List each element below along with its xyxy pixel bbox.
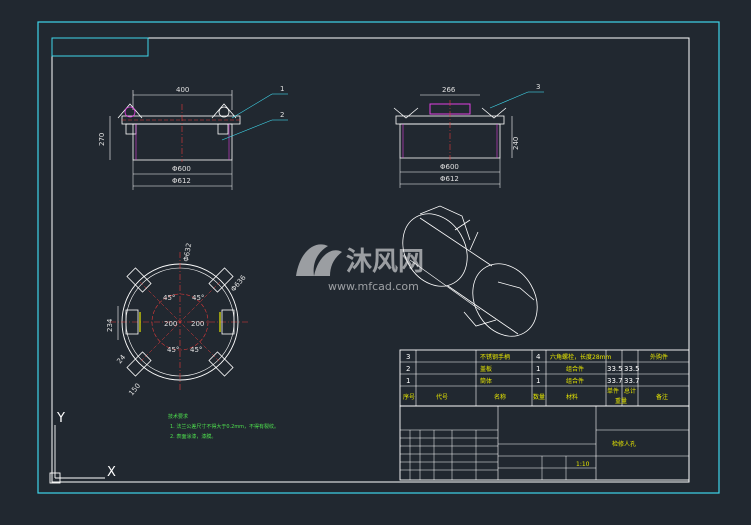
- bom-header-code: 代号: [436, 393, 448, 401]
- front-dim-outer: Φ612: [172, 177, 191, 185]
- technical-notes: 技术要求 1. 法兰公差尺寸不得大于0.2mm，不得有裂纹。 2. 表面涂漆，漆…: [168, 413, 279, 440]
- bom-row-3-note: 外购件: [650, 353, 668, 361]
- bom-header-total: 总计: [624, 387, 636, 395]
- bom-row-1-material: 组合件: [566, 377, 584, 385]
- side-dim-outer: Φ612: [440, 175, 459, 183]
- bom-header-qty: 数量: [533, 393, 545, 401]
- side-dim-height: 240: [512, 137, 520, 150]
- bom-row-2-w2: 33.5: [624, 365, 640, 373]
- watermark-logo-icon: [296, 244, 342, 276]
- front-dim-inner: Φ600: [172, 165, 191, 173]
- bom-header-no: 序号: [403, 393, 415, 401]
- notes-line-1: 1. 法兰公差尺寸不得大于0.2mm，不得有裂纹。: [170, 423, 279, 430]
- notes-title: 技术要求: [168, 413, 188, 420]
- corner-tag-box: [51, 37, 149, 57]
- callout-2: 2: [280, 111, 284, 119]
- outer-frame: [37, 21, 720, 494]
- bom-header-note: 备注: [656, 393, 668, 401]
- bom-row-1-w1: 33.7: [607, 377, 623, 385]
- bom-row-2-no: 2: [406, 365, 410, 373]
- plan-view: Φ632 Φ636 45° 45° 45° 45° 200 200 234 24…: [106, 242, 250, 397]
- plan-dim-200-b: 200: [191, 320, 204, 328]
- drawing-scale: 1:10: [576, 461, 590, 468]
- bom-row-3-name: 不锈钢手柄: [480, 353, 510, 361]
- side-dim-top: 266: [442, 86, 456, 94]
- bom-row-3-material: 六角螺栓，长度28mm: [550, 353, 611, 361]
- plan-angle-a: 45°: [163, 294, 175, 302]
- axis-x-label: X: [107, 465, 116, 480]
- plan-angle-c: 45°: [167, 346, 179, 354]
- plan-dim-200-a: 200: [164, 320, 177, 328]
- bom-row-1-no: 1: [406, 377, 410, 385]
- bom-row-1-name: 筒体: [480, 377, 492, 385]
- bom-row-1-w2: 33.7: [624, 377, 640, 385]
- bom-row-3-qty: 4: [536, 353, 541, 361]
- side-dim-inner: Φ600: [440, 163, 459, 171]
- plan-angle-d: 45°: [190, 346, 202, 354]
- front-dim-height: 270: [98, 133, 106, 146]
- bom-row-2-name: 盖板: [480, 365, 492, 373]
- title-block: 检修人孔 1:10: [399, 405, 690, 481]
- bom-row-2-qty: 1: [536, 365, 540, 373]
- plan-dim-234: 234: [106, 318, 114, 332]
- callout-1: 1: [280, 85, 284, 93]
- inner-frame: [51, 37, 690, 483]
- side-view: 266 240 Φ600 Φ612 3: [393, 83, 544, 188]
- front-dim-top: 400: [176, 86, 189, 94]
- plan-dim-150: 150: [127, 382, 142, 397]
- drawing-title: 检修人孔: [612, 440, 636, 448]
- plan-dim-636: Φ636: [229, 273, 248, 293]
- bom-header-weight: 重量: [615, 397, 627, 405]
- bom-header-name: 名称: [494, 393, 506, 401]
- ucs-axis: Y X: [49, 411, 116, 484]
- bom-header-material: 材料: [566, 393, 578, 401]
- bom-row-3-no: 3: [406, 353, 410, 361]
- bom-row-2-w1: 33.5: [607, 365, 623, 373]
- plan-dim-24: 24: [115, 353, 127, 365]
- front-view: 400 270 Φ600 Φ612 1 2: [98, 85, 288, 190]
- bom-table: 3 不锈钢手柄 4 六角螺栓，长度28mm 外购件 2 盖板 1 组合件 33.…: [399, 349, 690, 407]
- notes-line-2: 2. 表面涂漆，漆膜。: [170, 433, 216, 440]
- bom-row-1-qty: 1: [536, 377, 540, 385]
- isometric-view: [402, 205, 538, 337]
- plan-angle-b: 45°: [192, 294, 204, 302]
- watermark: 沐风网 www.mfcad.com: [296, 244, 424, 293]
- axis-y-label: Y: [56, 411, 65, 426]
- watermark-brand: 沐风网: [346, 247, 424, 277]
- watermark-url: www.mfcad.com: [328, 280, 419, 293]
- bom-row-2-material: 组合件: [566, 365, 584, 373]
- bom-header-single: 单件: [607, 387, 619, 395]
- plan-dim-632: Φ632: [182, 242, 193, 262]
- callout-3: 3: [536, 83, 540, 91]
